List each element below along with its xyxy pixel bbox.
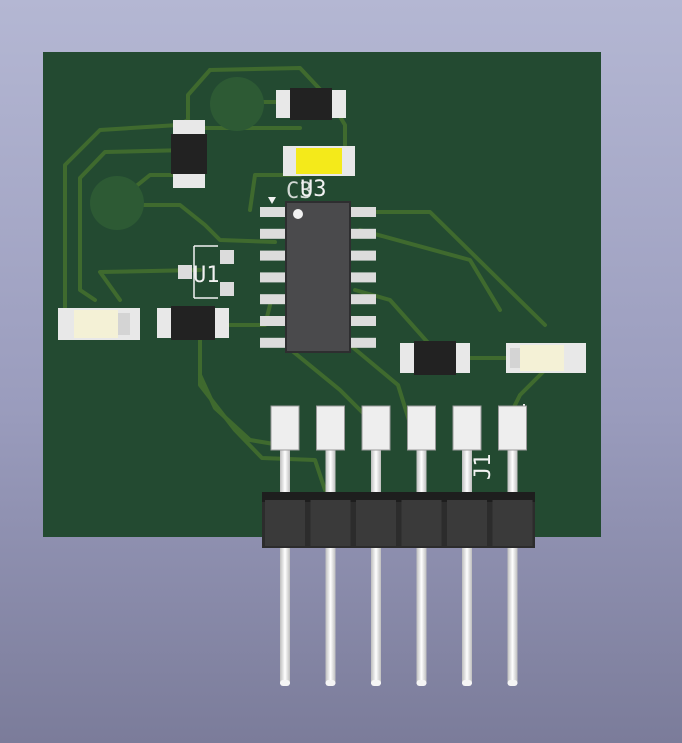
header-pin-lower xyxy=(416,548,427,684)
header-segment xyxy=(447,500,487,546)
j1-label: J1 xyxy=(471,454,496,481)
header-pin-lower xyxy=(325,548,336,684)
smd-component-mid xyxy=(157,306,229,340)
ic-pin-left xyxy=(260,294,286,305)
header-segment xyxy=(356,500,396,546)
header-pin-upper xyxy=(371,414,381,494)
header-pin-tip xyxy=(280,680,290,686)
ic-pin-left xyxy=(260,337,286,348)
c3-label: C3 xyxy=(286,179,313,204)
header-pin-upper xyxy=(280,414,290,494)
header-pin-upper xyxy=(416,414,427,494)
header-pin-tip xyxy=(462,680,472,686)
through-hole-pad xyxy=(210,77,264,131)
header-pad xyxy=(361,405,391,451)
header-pad xyxy=(452,405,482,451)
ic-pin-right xyxy=(350,337,376,348)
header-pin-lower xyxy=(462,548,472,684)
u1-pads xyxy=(178,250,234,296)
header-pin-lower xyxy=(280,548,290,684)
header-pad xyxy=(498,405,527,451)
ic-pin-left xyxy=(260,272,286,283)
header-pin-tip xyxy=(507,680,518,686)
smd-component-top xyxy=(276,88,346,120)
ic-pin-right xyxy=(350,250,376,261)
ic-pin-right xyxy=(350,316,376,326)
u1-label: U1 xyxy=(193,263,220,288)
header-segment xyxy=(401,500,442,546)
ic-pin-left xyxy=(260,228,286,239)
ic-pin-left xyxy=(260,316,286,326)
u1-footprint xyxy=(193,245,218,299)
pin-header-j1 xyxy=(262,405,535,686)
smd-component-right xyxy=(400,341,470,375)
header-segment xyxy=(492,500,533,546)
header-pin-tip xyxy=(371,680,381,686)
led-yellow xyxy=(283,146,355,176)
through-hole-pad xyxy=(90,176,144,230)
header-pad xyxy=(270,405,300,451)
header-segment xyxy=(265,500,305,546)
header-pin-lower xyxy=(371,548,381,684)
header-segment xyxy=(310,500,351,546)
header-pin-upper xyxy=(325,414,336,494)
header-plastic-top xyxy=(262,492,535,502)
header-pin-upper xyxy=(462,414,472,494)
header-pin-lower xyxy=(507,548,518,684)
pin1-marker xyxy=(268,197,276,204)
u3-label: U3 xyxy=(300,177,327,202)
header-pin-upper xyxy=(507,414,518,494)
ic-pin-left xyxy=(260,250,286,261)
ic-pin-right xyxy=(350,228,376,239)
ic-pin-right xyxy=(350,294,376,305)
ic-pin-left xyxy=(260,207,286,217)
ic-pin-right xyxy=(350,272,376,283)
smd-component-vertical xyxy=(171,120,207,188)
led-white-left xyxy=(58,308,140,340)
header-pad xyxy=(407,405,436,451)
header-pin-tip xyxy=(416,680,427,686)
header-pad xyxy=(316,405,345,451)
ic-soic14 xyxy=(260,201,376,353)
pin1-dot xyxy=(293,209,303,219)
ic-pin-right xyxy=(350,207,376,217)
led-white-right xyxy=(506,343,586,373)
header-pin-tip xyxy=(325,680,336,686)
